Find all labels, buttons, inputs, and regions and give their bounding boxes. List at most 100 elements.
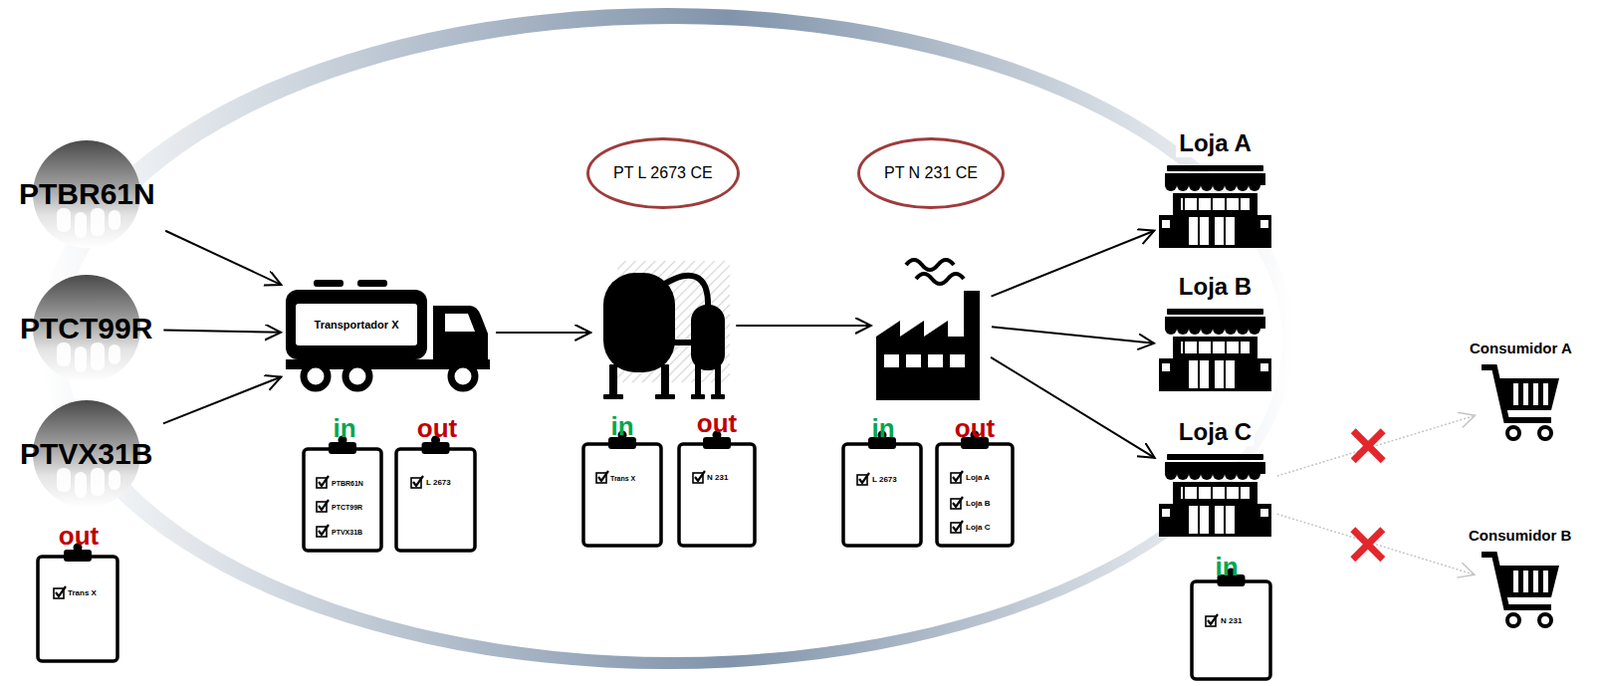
truck-name: Transportador X	[314, 318, 400, 332]
checklist-entry: N 231	[1220, 617, 1242, 626]
farm-circle	[30, 398, 143, 510]
store-name: Loja C	[1175, 418, 1255, 447]
flow-direction-label: in	[871, 415, 895, 442]
store: Loja C	[1158, 418, 1272, 537]
farm-badge: PTCT99R	[14, 272, 158, 385]
flow-direction-label: out	[696, 410, 737, 437]
clipboard-clip	[431, 436, 441, 446]
blocked-cross	[1353, 529, 1383, 560]
farm-code: PTCT99R	[19, 311, 153, 347]
clipboard-clip	[618, 431, 628, 441]
clipboard-clip	[878, 431, 888, 441]
flow-arrow	[990, 357, 1155, 458]
check-mark	[952, 520, 963, 531]
checklist-entry: PTCT99R	[331, 503, 363, 511]
clipboard-clip	[970, 431, 980, 441]
blocked-flow-arrow	[1277, 513, 1475, 575]
check-mark	[859, 472, 870, 483]
clipboard	[843, 444, 921, 546]
checklist-entry: L 2673	[426, 478, 452, 487]
farm-circle	[30, 272, 143, 385]
check-mark	[318, 499, 329, 510]
checklist-entry: Loja C	[965, 523, 990, 532]
consumer-name: Consumidor A	[1469, 339, 1573, 357]
flow-arrow	[735, 324, 872, 327]
flow-direction-label: out	[417, 415, 458, 442]
check-mark	[318, 475, 329, 486]
lot-oval: PT N 231 CE	[857, 137, 1005, 210]
clipboard-clip	[338, 436, 348, 446]
flow-direction-label: in	[610, 413, 634, 440]
lot-oval: PT L 2673 CE	[586, 137, 740, 210]
check-mark	[598, 470, 609, 481]
clipboard	[37, 556, 118, 662]
flow-arrow	[991, 230, 1155, 297]
store: Loja B	[1158, 272, 1272, 392]
checklist-entry: Trans X	[610, 474, 636, 482]
flow-arrow	[165, 230, 281, 285]
consumer-cart: Consumidor B	[1468, 526, 1572, 630]
store-name: Loja A	[1175, 129, 1254, 158]
store-icon	[1158, 454, 1272, 537]
flow-arrow	[495, 331, 591, 334]
flow-direction-label: out	[58, 522, 99, 549]
flow-arrow	[163, 330, 281, 333]
flow-direction-label: in	[332, 415, 356, 442]
farm-badge: PTBR61N	[13, 138, 161, 250]
store: Loja A	[1158, 129, 1272, 248]
checklist-entry: Trans X	[67, 589, 97, 598]
check-mark	[318, 524, 329, 535]
check-mark	[1207, 614, 1218, 625]
checklist-entry: Loja B	[965, 499, 990, 508]
clipboard	[1191, 581, 1271, 680]
farm-circle	[30, 138, 143, 250]
tank-icon	[595, 260, 730, 401]
clipboard-clip	[712, 431, 722, 441]
checklist-entry: PTVX31B	[331, 528, 363, 536]
transporter-truck: Transportador X	[285, 275, 490, 394]
clipboard-clip	[73, 543, 83, 553]
checklist-entry: Loja A	[965, 473, 990, 482]
clipboard-clip	[1226, 568, 1236, 578]
store-name: Loja B	[1175, 272, 1255, 301]
cart-icon	[1479, 360, 1562, 443]
flow-arrow	[163, 376, 281, 424]
blocked-flow-arrow	[1277, 415, 1476, 476]
clipboard	[396, 449, 475, 551]
clipboards	[37, 431, 1271, 681]
cycle-swoosh	[39, 7, 1295, 670]
check-mark	[694, 470, 705, 481]
farm-badge: PTVX31B	[14, 398, 158, 510]
check-mark	[55, 586, 66, 597]
farm-code: PTVX31B	[19, 437, 153, 472]
cart-icon	[1479, 547, 1562, 630]
flow-direction-label: in	[1214, 553, 1238, 580]
consumer-name: Consumidor B	[1468, 526, 1572, 544]
clipboard	[936, 444, 1013, 546]
checklist-entry: PTBR61N	[331, 479, 364, 487]
check-mark	[952, 470, 963, 481]
factory-icon	[876, 240, 986, 401]
blocked-cross	[1353, 431, 1383, 461]
flow-arrow	[991, 326, 1154, 344]
checklist-entry: L 2673	[872, 475, 898, 484]
store-icon	[1158, 308, 1272, 392]
clipboard	[303, 449, 382, 551]
collection-tank: PT L 2673 CE	[586, 137, 740, 401]
check-mark	[952, 496, 963, 507]
factory: PT N 231 CE	[857, 137, 1005, 401]
check-mark	[413, 475, 424, 486]
lot-code: PT L 2673 CE	[613, 164, 713, 183]
clipboard	[679, 444, 755, 546]
farm-code: PTBR61N	[18, 177, 156, 213]
consumer-cart: Consumidor A	[1469, 339, 1573, 443]
lot-code: PT N 231 CE	[884, 164, 978, 183]
checklist-entry: N 231	[706, 473, 728, 482]
clipboard	[583, 444, 662, 546]
flow-direction-label: out	[954, 415, 995, 442]
store-icon	[1158, 165, 1272, 248]
truck-icon	[285, 275, 490, 394]
